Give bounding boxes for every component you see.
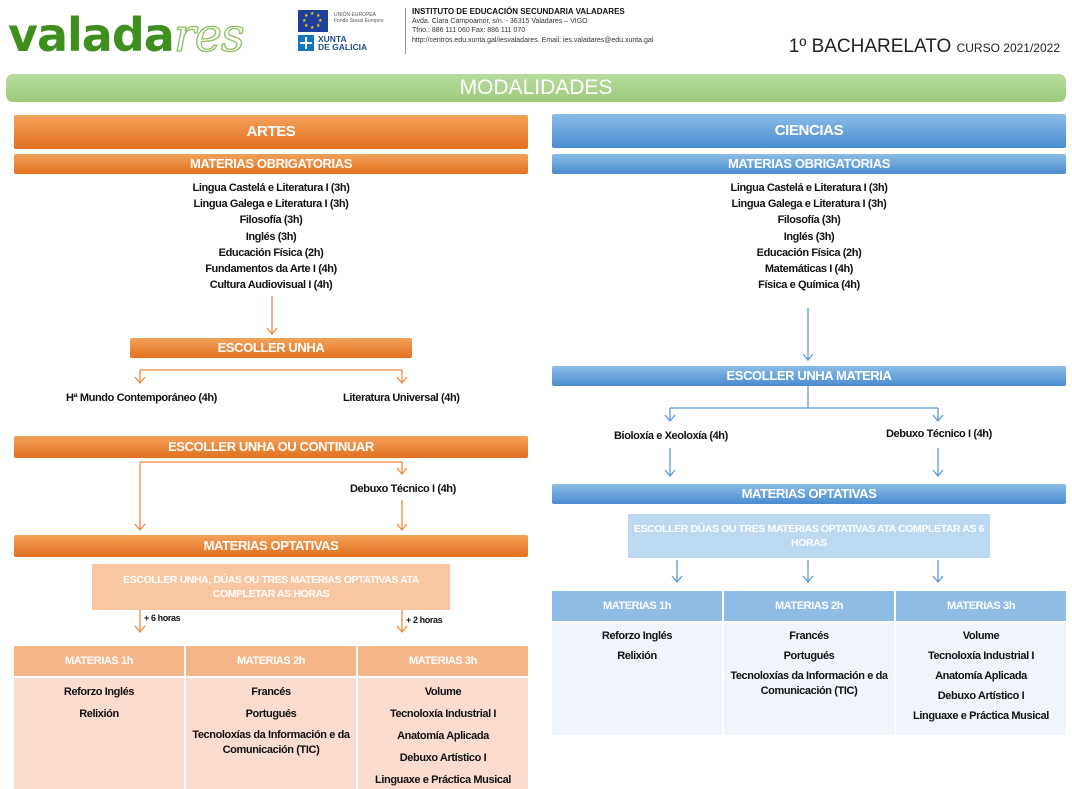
artes-optativas-bar: MATERIAS OPTATIVAS [14,535,528,557]
eu-flag-icon: ★★ ★★ ★★ ★★ [298,10,328,32]
ciencias-escoller-unha-bar: ESCOLLER UNHA MATERIA [552,366,1066,386]
list-item: Educación Física (2h) [218,246,324,259]
artes-plus-right: + 2 horas [406,615,443,625]
list-item: Volume [962,630,1000,642]
ciencias-obligatorias-bar: MATERIAS OBRIGATORIAS [552,154,1066,174]
ciencias-arrows [664,308,944,584]
artes-title: ARTES [14,115,528,149]
table-header: MATERIAS 3h [358,646,528,676]
ciencias-option-right: Debuxo Técnico I (4h) [886,428,992,440]
course-title: 1º BACHARELATO CURSO 2021/2022 [789,36,1060,58]
list-item: Matemáticas I (4h) [764,263,854,276]
list-item: Lingua Castelá e Literatura I (3h) [192,182,350,194]
list-item: Tecnoloxía Industrial I [927,650,1035,662]
institute-address: Avda. Clara Campoamor, s/n. - 36315 Vala… [412,17,588,25]
institute-title: INSTITUTO DE EDUCACIÓN SECUNDARIA VALADA… [412,7,625,16]
xunta-line2: DE GALICIA [318,42,368,52]
table-header: MATERIAS 3h [896,591,1066,621]
list-item: Francés [251,686,291,698]
list-item: Relixión [79,708,119,720]
list-item: Inglés (3h) [783,230,835,243]
table-cell: Reforzo Inglés Relixión [14,678,184,789]
list-item: Francés [789,630,829,642]
artes-escoller-continuar-bar: ESCOLLER UNHA OU CONTINUAR [14,436,528,458]
list-item: Portugués [783,650,835,662]
list-item: Tecnoloxía Industrial I [389,708,497,720]
list-item: Portugués [245,708,297,720]
ciencias-optativas-note: ESCOLLER DÚAS OU TRES MATERIAS OPTATIVAS… [628,514,990,558]
xunta-line1: XUNTA [318,34,347,44]
list-item: Linguaxe e Práctica Musical [913,710,1049,722]
ciencias-optativas-bar: MATERIAS OPTATIVAS [552,484,1066,504]
institute-web: http://centros.edu.xunta.gal/iesvaladare… [412,36,654,44]
table-header: MATERIAS 2h [186,646,356,676]
table-cell: Reforzo Inglés Relixión [552,623,722,735]
list-item: Filosofía (3h) [777,214,841,227]
table-cell: Francés Portugués Tecnoloxías da Informa… [724,623,894,735]
list-item: Linguaxe e Práctica Musical [375,774,511,786]
list-item: Debuxo Artístico I [399,752,487,764]
list-item: Reforzo Inglés [601,630,673,642]
school-logo: valadares [8,7,245,62]
institute-info: INSTITUTO DE EDUCACIÓN SECUNDARIA VALADA… [412,7,653,45]
list-item: Fundamentos da Arte I (4h) [205,263,337,276]
list-item: Anatomía Aplicada [935,670,1027,682]
modalidades-banner: MODALIDADES [6,74,1066,102]
list-item: Filosofía (3h) [239,214,303,227]
ciencias-title: CIENCIAS [552,114,1066,148]
list-item: Lingua Galega e Literatura I (3h) [731,198,887,211]
table-header: MATERIAS 2h [724,591,894,621]
table-cell: Francés Portugués Tecnoloxías da Informa… [186,678,356,789]
eu-text: UNIÓN EUROPEA Fondo Social Europeo [334,12,383,24]
list-item: Inglés (3h) [245,230,297,243]
list-item: Relixión [617,650,657,662]
artes-option-left: Hª Mundo Contemporáneo (4h) [66,392,217,404]
course-main: 1º BACHARELATO [788,36,952,57]
header-divider [405,8,406,54]
list-item: Cultura Audiovisual I (4h) [209,279,333,292]
institute-phone: Tfno.: 886 111 060 Fax: 886 111 070 [412,27,526,34]
artes-escoller-unha-bar: ESCOLLER UNHA [130,338,412,358]
list-item: Debuxo Artístico I [937,690,1025,702]
course-year: CURSO 2021/2022 [956,41,1060,55]
artes-option-right: Literatura Universal (4h) [343,392,460,404]
artes-obligatorias-bar: MATERIAS OBRIGATORIAS [14,154,528,174]
list-item: Anatomía Aplicada [397,730,489,742]
artes-arrows [134,296,408,634]
ciencias-obligatorias-list: Lingua Castelá e Literatura I (3h) Lingu… [668,180,950,293]
logo-tail-text: res [173,7,245,62]
list-item: Reforzo Inglés [63,686,135,698]
list-item: Lingua Galega e Literatura I (3h) [193,198,349,211]
list-item: Física e Química (4h) [758,279,860,292]
artes-plus-left: + 6 horas [144,613,181,623]
xunta-text: XUNTA DE GALICIA [318,34,368,52]
eu-line1: UNIÓN EUROPEA [334,12,376,18]
table-cell: Volume Tecnoloxía Industrial I Anatomía … [358,678,528,789]
table-header: MATERIAS 1h [552,591,722,621]
ciencias-option-left: Bioloxía e Xeoloxía (4h) [614,430,728,442]
artes-optativas-note: ESCOLLER UNHA, DÚAS OU TRES MATERIAS OPT… [92,564,450,610]
list-item: Educación Física (2h) [756,246,862,259]
xunta-icon [298,35,314,51]
list-item: Volume [424,686,462,698]
list-item: Tecnoloxías da Información e da Comunica… [192,729,350,756]
list-item: Tecnoloxías da Información e da Comunica… [730,670,888,697]
artes-obligatorias-list: Lingua Castelá e Literatura I (3h) Lingu… [130,180,412,293]
eu-line2: Fondo Social Europeo [334,18,384,24]
artes-optativas-table: MATERIAS 1h MATERIAS 2h MATERIAS 3h Refo… [14,646,528,789]
table-header: MATERIAS 1h [14,646,184,676]
ciencias-optativas-table: MATERIAS 1h MATERIAS 2h MATERIAS 3h Refo… [552,591,1066,735]
logo-main-text: valada [8,8,175,62]
table-cell: Volume Tecnoloxía Industrial I Anatomía … [896,623,1066,735]
artes-option-debuxo: Debuxo Técnico I (4h) [350,483,456,495]
list-item: Lingua Castelá e Literatura I (3h) [730,182,888,194]
